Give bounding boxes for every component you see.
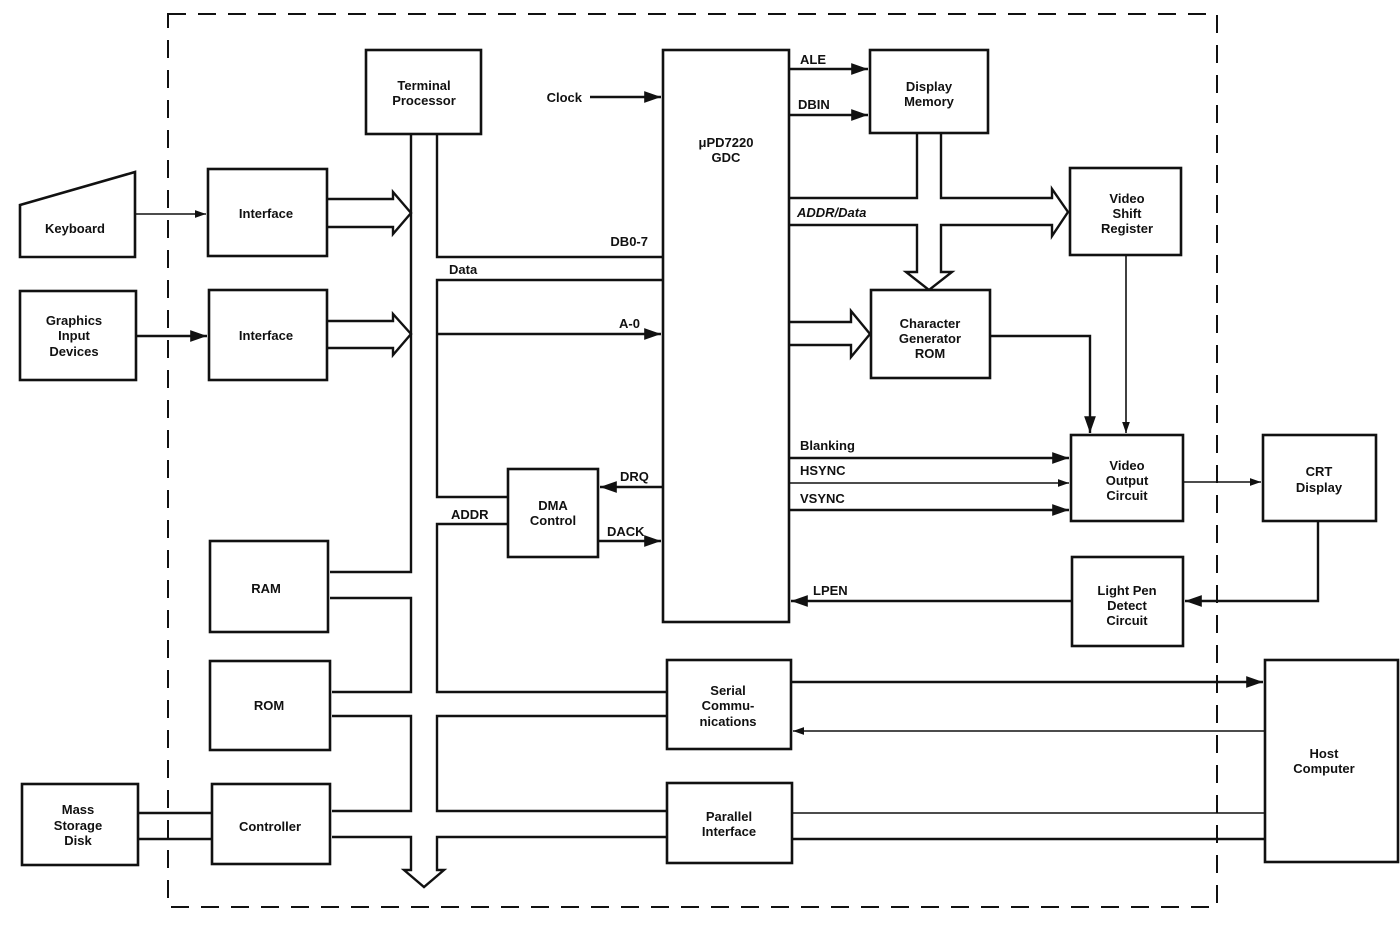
keyboard-label: Keyboard bbox=[45, 221, 105, 236]
light-pen-detect-block: Light Pen Detect Circuit bbox=[1070, 555, 1185, 648]
interface-keyboard-block: Interface bbox=[206, 167, 329, 258]
addr-label: ADDR bbox=[451, 507, 489, 522]
mass-storage-disk-block: Mass Storage Disk bbox=[20, 782, 140, 867]
parallel-interface-block: Parallel Interface bbox=[665, 781, 794, 865]
light-pen-label-1: Light Pen bbox=[1097, 583, 1156, 598]
mass-storage-label-3: Disk bbox=[64, 833, 92, 848]
db0-7-label: DB0-7 bbox=[610, 234, 648, 249]
light-pen-label-3: Circuit bbox=[1106, 613, 1148, 628]
mass-storage-label-2: Storage bbox=[54, 818, 102, 833]
vsync-label: VSYNC bbox=[800, 491, 845, 506]
dack-label: DACK bbox=[607, 524, 645, 539]
keyboard-block: Keyboard bbox=[18, 170, 137, 259]
drq-label: DRQ bbox=[620, 469, 649, 484]
gdc-label-1: μPD7220 bbox=[699, 135, 754, 150]
parallel-label-2: Interface bbox=[702, 824, 756, 839]
lpen-label: LPEN bbox=[813, 583, 848, 598]
video-output-label-2: Output bbox=[1106, 473, 1149, 488]
ram-block: RAM bbox=[208, 539, 330, 634]
char-gen-label-2: Generator bbox=[899, 331, 961, 346]
parallel-label-1: Parallel bbox=[706, 809, 752, 824]
data-label: Data bbox=[449, 262, 478, 277]
video-shift-register-label-2: Shift bbox=[1113, 206, 1143, 221]
serial-label-3: nications bbox=[699, 714, 756, 729]
gdc-block: μPD7220 GDC bbox=[661, 48, 791, 624]
terminal-boundary bbox=[167, 13, 1218, 908]
host-computer-block: Host Computer bbox=[1263, 658, 1400, 864]
video-shift-register-block: Video Shift Register bbox=[1068, 166, 1183, 257]
addr-data-bus bbox=[789, 133, 1070, 292]
clock-label: Clock bbox=[547, 90, 583, 105]
dma-control-label-1: DMA bbox=[538, 498, 568, 513]
video-output-label-1: Video bbox=[1109, 458, 1144, 473]
video-output-circuit-block: Video Output Circuit bbox=[1069, 433, 1185, 523]
graphics-input-label-1: Graphics bbox=[46, 313, 102, 328]
blanking-label: Blanking bbox=[800, 438, 855, 453]
dma-control-label-2: Control bbox=[530, 513, 576, 528]
terminal-processor-block: Terminal Processor bbox=[364, 48, 483, 136]
serial-communications-block: Serial Commu- nications bbox=[665, 658, 793, 751]
system-bus bbox=[330, 134, 667, 889]
terminal-processor-label-1: Terminal bbox=[397, 78, 450, 93]
char-gen-label-1: Character bbox=[900, 316, 961, 331]
crt-display-label-2: Display bbox=[1296, 480, 1343, 495]
chargen-to-video-output bbox=[990, 334, 1096, 433]
graphics-input-label-2: Input bbox=[58, 328, 90, 343]
rom-label: ROM bbox=[254, 698, 284, 713]
host-computer-label-1: Host bbox=[1310, 746, 1340, 761]
serial-label-1: Serial bbox=[710, 683, 745, 698]
interface-kb-bus-arrow bbox=[327, 188, 413, 238]
display-memory-label-2: Memory bbox=[904, 94, 955, 109]
character-generator-rom-block: Character Generator ROM bbox=[869, 288, 992, 380]
light-pen-label-2: Detect bbox=[1107, 598, 1147, 613]
controller-label: Controller bbox=[239, 819, 301, 834]
interface-graphics-block: Interface bbox=[207, 288, 329, 382]
display-memory-block: Display Memory bbox=[868, 48, 990, 135]
ram-label: RAM bbox=[251, 581, 281, 596]
ale-label: ALE bbox=[800, 52, 826, 67]
graphics-input-label-3: Devices bbox=[49, 344, 98, 359]
rom-block: ROM bbox=[208, 659, 332, 752]
interface-keyboard-label: Interface bbox=[239, 206, 293, 221]
controller-block: Controller bbox=[210, 782, 332, 866]
video-shift-register-label-1: Video bbox=[1109, 191, 1144, 206]
crt-to-lightpen bbox=[1185, 521, 1320, 607]
video-output-label-3: Circuit bbox=[1106, 488, 1148, 503]
hsync-label: HSYNC bbox=[800, 463, 846, 478]
display-memory-label-1: Display bbox=[906, 79, 953, 94]
crt-display-label-1: CRT bbox=[1306, 464, 1333, 479]
crt-display-block: CRT Display bbox=[1261, 433, 1378, 523]
host-computer-label-2: Computer bbox=[1293, 761, 1354, 776]
interface-gfx-bus-arrow bbox=[327, 310, 413, 359]
mass-storage-label-1: Mass bbox=[62, 802, 95, 817]
char-gen-label-3: ROM bbox=[915, 346, 945, 361]
dma-control-block: DMA Control bbox=[506, 467, 600, 559]
addr-data-label: ADDR/Data bbox=[796, 205, 866, 220]
gdc-chargen-bus-arrow bbox=[789, 307, 872, 361]
graphics-input-block: Graphics Input Devices bbox=[18, 289, 138, 382]
video-shift-register-label-3: Register bbox=[1101, 221, 1153, 236]
terminal-processor-label-2: Processor bbox=[392, 93, 456, 108]
dbin-label: DBIN bbox=[798, 97, 830, 112]
interface-graphics-label: Interface bbox=[239, 328, 293, 343]
a0-label: A-0 bbox=[619, 316, 640, 331]
gdc-label-2: GDC bbox=[712, 150, 742, 165]
serial-label-2: Commu- bbox=[702, 698, 755, 713]
